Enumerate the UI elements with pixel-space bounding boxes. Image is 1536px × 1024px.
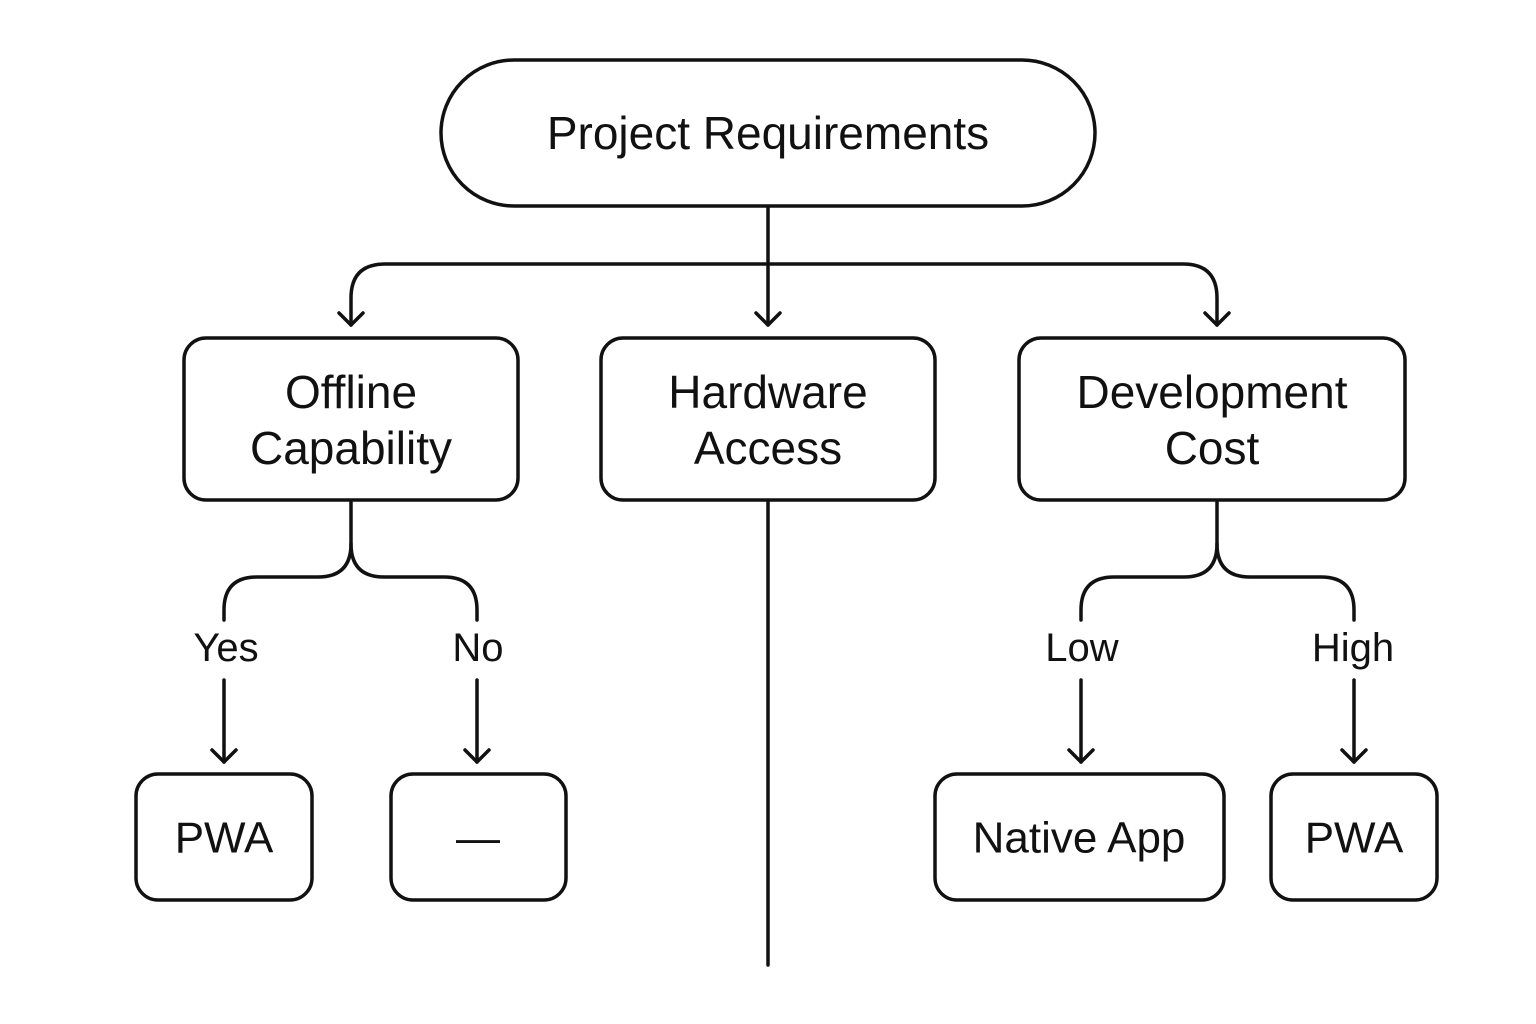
criterion-development-cost: Development Cost xyxy=(1017,336,1407,502)
outcome-offline-no: — xyxy=(389,772,568,902)
edge-offline-split-no xyxy=(349,542,479,622)
criterion-hardware-line2: Access xyxy=(694,422,842,474)
outcome-cost-high-label: PWA xyxy=(1305,814,1404,863)
criterion-offline-capability: Offline Capability xyxy=(182,336,520,502)
arrowhead-yes xyxy=(210,748,238,764)
branch-label-yes: Yes xyxy=(193,626,258,670)
arrowhead-high xyxy=(1340,748,1368,764)
edge-cost-split-low xyxy=(1079,500,1219,622)
branch-label-high: High xyxy=(1312,626,1394,670)
arrowheads xyxy=(210,311,1368,764)
root-node-label: Project Requirements xyxy=(547,107,989,159)
outcome-cost-low: Native App xyxy=(933,772,1226,902)
edge-bus-right xyxy=(766,262,1219,327)
outcome-cost-low-label: Native App xyxy=(973,814,1186,863)
connectors xyxy=(222,204,1356,967)
edge-bus-left xyxy=(349,262,770,327)
criterion-hardware-access: Hardware Access xyxy=(599,336,937,502)
outcome-offline-yes-label: PWA xyxy=(175,814,274,863)
arrowhead-low xyxy=(1067,748,1095,764)
arrowhead-hardware xyxy=(754,311,782,327)
outcome-cost-high: PWA xyxy=(1269,772,1439,902)
branch-label-no: No xyxy=(452,626,503,670)
arrowhead-offline xyxy=(337,311,365,327)
outcome-offline-yes: PWA xyxy=(134,772,314,902)
edge-offline-split-yes xyxy=(222,500,353,622)
criterion-offline-line1: Offline xyxy=(285,366,417,418)
arrowhead-cost xyxy=(1203,311,1231,327)
criterion-cost-line2: Cost xyxy=(1165,422,1260,474)
criterion-offline-line2: Capability xyxy=(250,422,452,474)
criterion-cost-line1: Development xyxy=(1076,366,1347,418)
branch-label-low: Low xyxy=(1045,626,1118,670)
outcome-offline-no-label: — xyxy=(456,814,500,863)
arrowhead-no xyxy=(463,748,491,764)
criterion-hardware-line1: Hardware xyxy=(668,366,867,418)
edge-cost-split-high xyxy=(1215,542,1356,622)
root-node: Project Requirements xyxy=(439,58,1097,208)
